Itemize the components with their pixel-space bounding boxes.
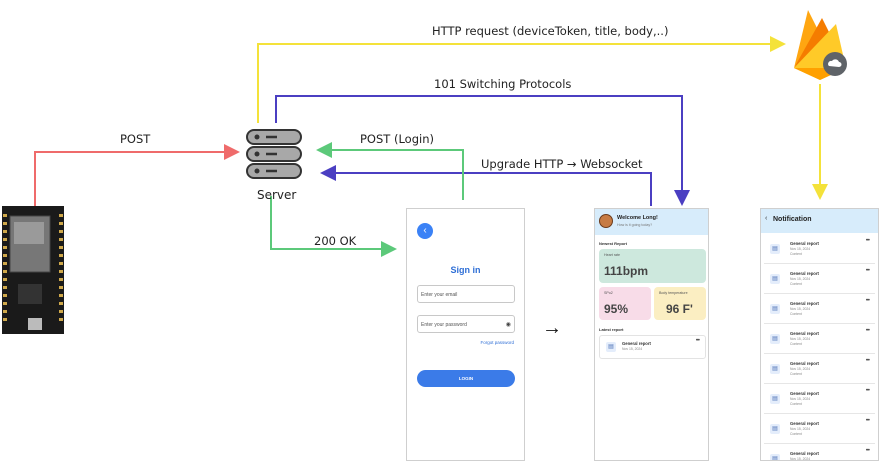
document-icon: ▤	[770, 244, 780, 254]
password-placeholder: Enter your password	[421, 322, 467, 328]
spo2-label: SPo2	[604, 291, 613, 295]
more-icon[interactable]: •••	[865, 388, 870, 394]
http-request-line	[257, 36, 786, 123]
upgrade-websocket-line	[320, 165, 652, 206]
notification-item-date: Nov 15, 2024	[790, 367, 811, 371]
notification-item-date: Nov 15, 2024	[790, 277, 811, 281]
heart-rate-label: Heart rate	[604, 253, 620, 257]
notification-item-title: General report	[790, 391, 819, 396]
post-login-label: POST (Login)	[360, 132, 434, 146]
report-date: Nov 15, 2024	[622, 347, 643, 351]
notification-item-title: General report	[790, 451, 819, 456]
sign-in-title: Sign in	[450, 265, 481, 275]
document-icon: ▤	[770, 334, 780, 344]
more-icon[interactable]: •••	[865, 268, 870, 274]
email-field[interactable]: Enter your email	[417, 285, 515, 303]
more-icon[interactable]: •••	[865, 448, 870, 454]
temperature-card[interactable]: Body temperature 96 F'	[654, 287, 706, 320]
notification-item-content: Content	[790, 432, 802, 436]
avatar[interactable]	[599, 214, 613, 228]
notification-item-title: General report	[790, 271, 819, 276]
more-icon[interactable]: •••	[865, 358, 870, 364]
firebase-icon	[794, 10, 847, 80]
document-icon: ▤	[770, 364, 780, 374]
temperature-value: 96 F'	[666, 302, 693, 316]
document-icon: ▤	[606, 342, 616, 352]
document-icon: ▤	[770, 424, 780, 434]
back-icon[interactable]: ‹	[765, 215, 768, 222]
heart-rate-card[interactable]: Heart rate 111bpm	[599, 249, 706, 283]
back-button[interactable]: ‹	[417, 223, 433, 239]
flow-arrow-icon: →	[542, 317, 562, 339]
eye-icon[interactable]: ◉	[505, 322, 511, 328]
newest-report-title: Newest Report	[599, 241, 628, 246]
database-server-icon	[246, 129, 302, 179]
notification-item-title: General report	[790, 241, 819, 246]
latest-report-title: Latest report	[599, 327, 624, 332]
home-screen: Welcome Long! How is it going today? New…	[594, 208, 709, 461]
report-row[interactable]: ▤ General report Nov 15, 2024 •••	[599, 335, 706, 359]
http-request-label: HTTP request (deviceToken, title, body,.…	[432, 24, 669, 38]
notification-header: ‹ Notification	[761, 209, 878, 233]
welcome-text: Welcome Long!	[617, 215, 658, 221]
post-login-line	[316, 142, 464, 200]
document-icon: ▤	[770, 274, 780, 284]
more-icon[interactable]: •••	[865, 328, 870, 334]
ok-line	[270, 196, 397, 257]
notification-item-content: Content	[790, 252, 802, 256]
notification-item-content: Content	[790, 402, 802, 406]
notification-item-date: Nov 15, 2024	[790, 397, 811, 401]
esp32-board-icon	[2, 206, 64, 334]
more-icon[interactable]: •••	[695, 338, 700, 344]
switching-protocols-label: 101 Switching Protocols	[434, 77, 572, 91]
upgrade-label: Upgrade HTTP → Websocket	[481, 157, 643, 171]
login-button[interactable]: LOGIN	[417, 370, 515, 387]
server-label: Server	[257, 188, 297, 202]
more-icon[interactable]: •••	[865, 238, 870, 244]
notification-item-title: General report	[790, 361, 819, 366]
notification-title: Notification	[773, 216, 812, 223]
post-label: POST	[120, 132, 151, 146]
notification-item-date: Nov 15, 2024	[790, 247, 811, 251]
login-screen: ‹ Sign in Enter your email Enter your pa…	[406, 208, 525, 461]
notification-item-date: Nov 15, 2024	[790, 427, 811, 431]
document-icon: ▤	[770, 454, 780, 460]
notification-item-title: General report	[790, 331, 819, 336]
password-field[interactable]: Enter your password ◉	[417, 315, 515, 333]
post-line	[34, 144, 240, 208]
notification-item-date: Nov 15, 2024	[790, 457, 811, 461]
spo2-value: 95%	[604, 302, 629, 316]
temperature-label: Body temperature	[659, 291, 688, 295]
switching-protocols-line	[275, 95, 690, 206]
document-icon: ▤	[770, 394, 780, 404]
report-title: General report	[622, 341, 651, 346]
notification-item-content: Content	[790, 342, 802, 346]
notification-item-title: General report	[790, 421, 819, 426]
ok-label: 200 OK	[314, 234, 357, 248]
more-icon[interactable]: •••	[865, 298, 870, 304]
notification-item-content: Content	[790, 282, 802, 286]
spo2-card[interactable]: SPo2 95%	[599, 287, 651, 320]
notification-item-date: Nov 15, 2024	[790, 337, 811, 341]
document-icon: ▤	[770, 304, 780, 314]
home-header: Welcome Long! How is it going today?	[595, 209, 708, 235]
heart-rate-value: 111bpm	[604, 264, 649, 278]
more-icon[interactable]: •••	[865, 418, 870, 424]
notification-item-title: General report	[790, 301, 819, 306]
forgot-password-link[interactable]: Forgot password	[480, 340, 514, 345]
notification-item-date: Nov 15, 2024	[790, 307, 811, 311]
notification-item-content: Content	[790, 312, 802, 316]
welcome-subtitle: How is it going today?	[617, 223, 653, 227]
notification-item-content: Content	[790, 372, 802, 376]
